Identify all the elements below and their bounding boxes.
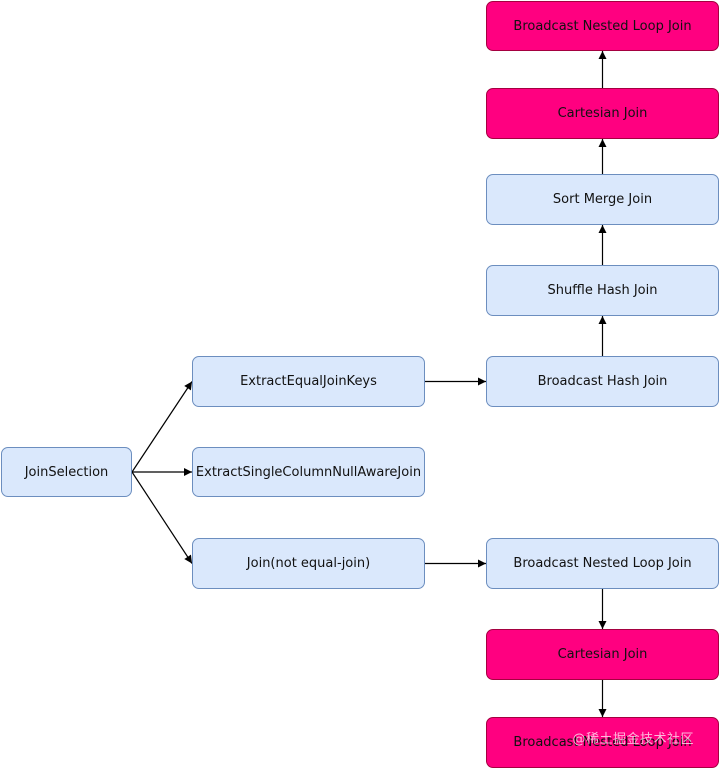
cartesian-join-bottom-node: Cartesian Join xyxy=(486,629,719,680)
sort-merge-join-node: Sort Merge Join xyxy=(486,174,719,225)
extract-equal-join-keys-node: ExtractEqualJoinKeys xyxy=(192,356,425,407)
join-not-equal-join-node: Join(not equal-join) xyxy=(192,538,425,589)
cartesian-join-top-node: Cartesian Join xyxy=(486,88,719,139)
shuffle-hash-join-node: Shuffle Hash Join xyxy=(486,265,719,316)
watermark-text: @稀土掘金技术社区 xyxy=(572,732,694,747)
broadcast-nested-loop-join-bottom-node: Broadcast Nested Loop Join xyxy=(486,538,719,589)
broadcast-nested-loop-join-last-node: Broadcast Nested Loop Join xyxy=(486,717,719,768)
edge-join-selection-to-extract-equal-join-keys xyxy=(131,381,193,473)
edge-join-selection-to-join-not-equal xyxy=(131,471,193,564)
join-selection-node: JoinSelection xyxy=(1,447,132,497)
broadcast-nested-loop-join-top-node: Broadcast Nested Loop Join xyxy=(486,1,719,51)
broadcast-hash-join-node: Broadcast Hash Join xyxy=(486,356,719,407)
extract-single-column-null-aware-join-node: ExtractSingleColumnNullAwareJoin xyxy=(192,447,425,497)
